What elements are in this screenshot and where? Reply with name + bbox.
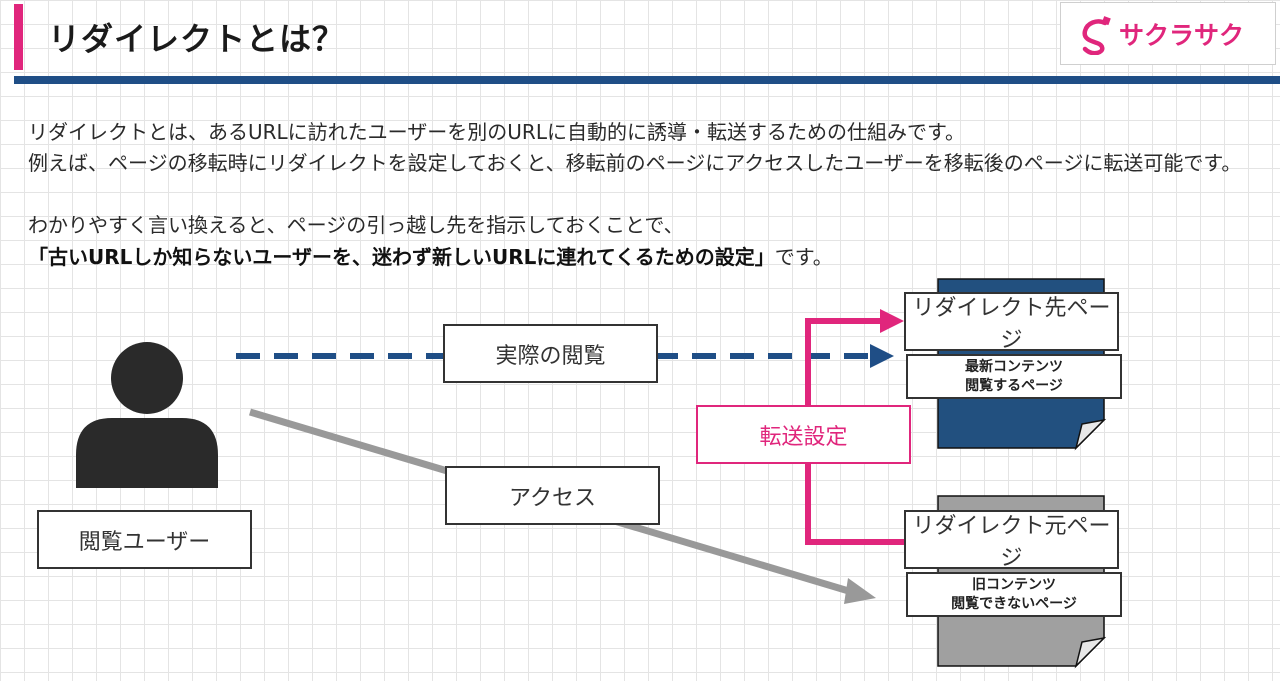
- transfer-setting-label: 転送設定: [696, 405, 911, 464]
- actual-view-label: 実際の閲覧: [443, 324, 658, 383]
- header-divider: [14, 76, 1280, 84]
- intro-line-4: 「古いURLしか知らないユーザーを、迷わず新しいURLに連れてくるための設定」で…: [28, 241, 833, 270]
- actual-view-arrowhead: [870, 344, 894, 368]
- user-icon: [76, 342, 218, 488]
- user-label: 閲覧ユーザー: [37, 510, 252, 569]
- intro-line-1: リダイレクトとは、あるURLに訪れたユーザーを別のURLに自動的に誘導・転送する…: [28, 120, 965, 144]
- redirect-target-note: 最新コンテンツ 閲覧するページ: [906, 354, 1122, 399]
- access-label: アクセス: [445, 466, 660, 525]
- sakura-logo-icon: [1082, 16, 1111, 55]
- intro-emphasis: 「古いURLしか知らないユーザーを、迷わず新しいURLに連れてくるための設定」: [28, 245, 775, 269]
- logo-text: サクラサク: [1119, 21, 1245, 50]
- access-arrowhead: [844, 578, 876, 604]
- brand-logo: サクラサク: [1060, 2, 1276, 65]
- intro-line-2: 例えば、ページの移転時にリダイレクトを設定しておくと、移転前のページにアクセスし…: [28, 151, 1242, 175]
- intro-line-4-tail: です。: [774, 245, 833, 269]
- transfer-arrowhead: [880, 309, 904, 333]
- title-accent-bar: [14, 4, 23, 70]
- page-title: リダイレクトとは？: [48, 20, 346, 58]
- redirect-source-note: 旧コンテンツ 閲覧できないページ: [906, 572, 1122, 617]
- redirect-target-page-label: リダイレクト先ページ: [904, 292, 1119, 353]
- redirect-source-page-label: リダイレクト元ページ: [904, 510, 1119, 571]
- intro-line-3: わかりやすく言い換えると、ページの引っ越し先を指示しておくことで、: [28, 213, 684, 237]
